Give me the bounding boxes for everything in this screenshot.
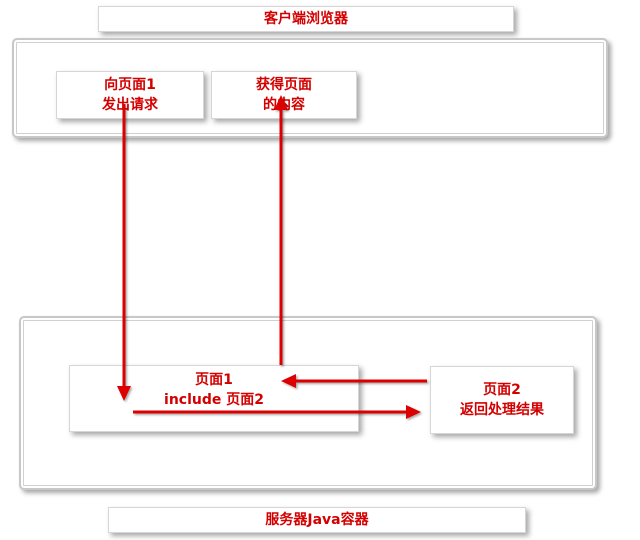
response-line1: 获得页面 — [256, 77, 312, 93]
request-line2: 发出请求 — [102, 97, 158, 113]
page2-line1: 页面2 — [483, 382, 521, 398]
request-line1: 向页面1 — [104, 77, 156, 93]
client-browser-title: 客户端浏览器 — [98, 6, 514, 32]
request-page1-box: 向页面1 发出请求 — [56, 71, 204, 119]
response-line2: 的内容 — [263, 97, 305, 113]
receive-page-content-box: 获得页面 的内容 — [211, 71, 357, 119]
server-container-title: 服务器Java容器 — [108, 507, 526, 533]
client-browser-title-text: 客户端浏览器 — [264, 10, 348, 27]
page2-box: 页面2 返回处理结果 — [430, 366, 574, 434]
page1-box: 页面1 include 页面2 — [69, 365, 359, 432]
page2-line2: 返回处理结果 — [460, 402, 544, 418]
page1-line1: 页面1 — [195, 372, 233, 388]
server-container-title-text: 服务器Java容器 — [265, 511, 369, 528]
page1-line2: include 页面2 — [164, 392, 264, 408]
